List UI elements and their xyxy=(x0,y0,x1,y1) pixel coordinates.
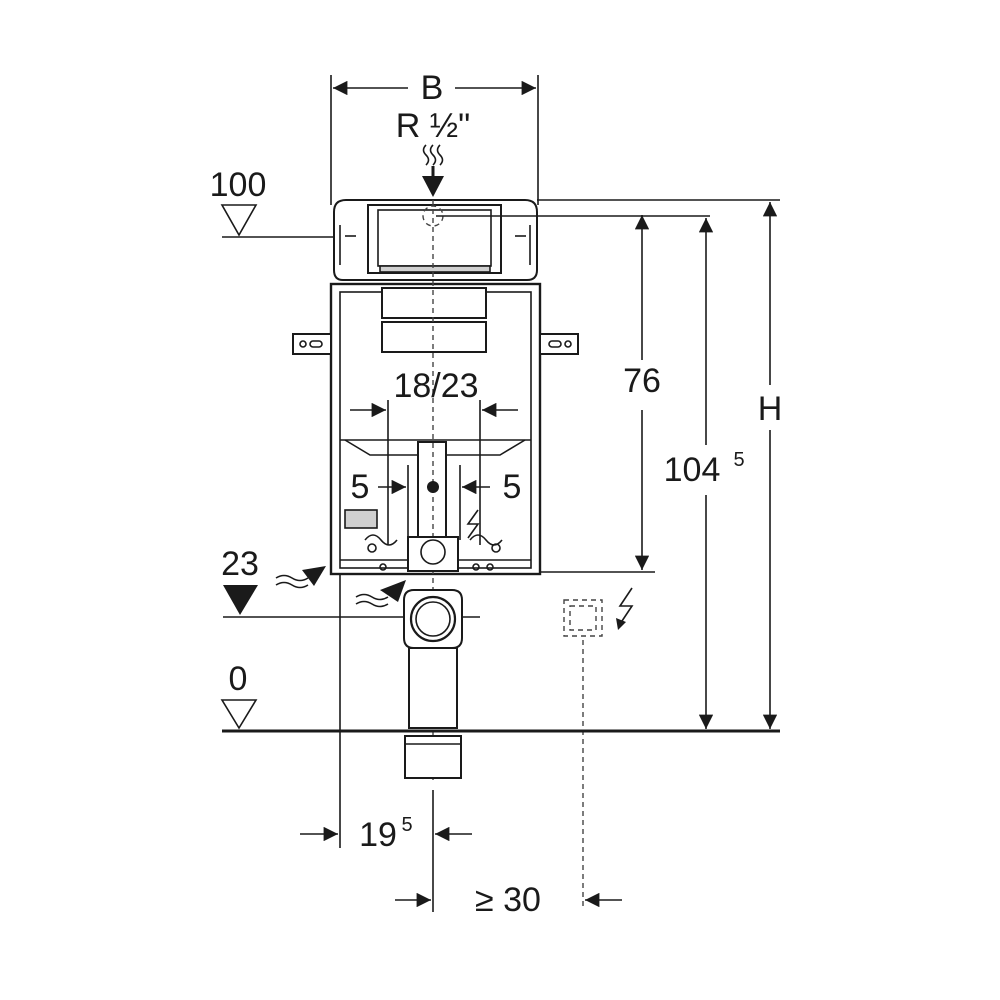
frame-lightning-icon xyxy=(466,509,480,539)
dimension-19-5: 19 5 xyxy=(300,574,472,912)
level-marker-0: 0 xyxy=(220,660,780,733)
drain-pipe xyxy=(403,589,463,779)
width-label: B xyxy=(421,69,444,107)
level-100-label: 100 xyxy=(210,166,267,204)
inlet-arrow-icon xyxy=(422,176,444,197)
water-arrow-lower-icon xyxy=(380,580,406,602)
dimension-76: 76 xyxy=(540,215,661,573)
dimension-18-23: 18/23 xyxy=(350,367,518,545)
water-wave-icon-lower xyxy=(355,593,389,608)
installation-frame xyxy=(292,200,579,780)
level-triangle-icon xyxy=(220,699,258,730)
dim-19-label: 19 xyxy=(359,816,397,854)
water-connection: R ½" xyxy=(396,107,470,197)
level-marker-23: 23 xyxy=(221,545,480,618)
dimension-5-5: 5 5 xyxy=(351,465,522,540)
lightning-icon xyxy=(616,587,634,630)
left-bracket xyxy=(292,333,332,355)
connection-label: R ½" xyxy=(396,107,470,145)
dim-H-label: H xyxy=(758,390,783,428)
water-wave-icon xyxy=(275,574,309,589)
dim-left-5-label: 5 xyxy=(351,468,370,506)
level-23-label: 23 xyxy=(221,545,259,583)
level-0-label: 0 xyxy=(229,660,248,698)
dim-19-sup: 5 xyxy=(401,814,412,836)
level-marker-100: 100 xyxy=(210,166,345,238)
water-wave-icon xyxy=(422,144,444,166)
dim-104-sup: 5 xyxy=(733,449,744,471)
dim-104-label: 104 xyxy=(664,451,721,489)
water-arrow-icon xyxy=(302,566,326,586)
dimension-104-5: 104 5 xyxy=(664,218,745,729)
dimension-min-30: ≥ 30 xyxy=(395,881,622,919)
dimension-H: H xyxy=(758,202,783,729)
dim-18-23-label: 18/23 xyxy=(393,367,478,405)
level-triangle-icon xyxy=(220,204,258,237)
dim-right-5-label: 5 xyxy=(503,468,522,506)
right-bracket xyxy=(539,333,579,355)
dim-76-label: 76 xyxy=(623,362,661,400)
dim-min-30-label: ≥ 30 xyxy=(475,881,541,919)
flush-pipe-center-icon xyxy=(427,481,439,493)
level-triangle-filled-icon xyxy=(223,585,258,615)
width-dimension: B xyxy=(330,69,539,205)
cistern xyxy=(333,199,780,281)
electric-box xyxy=(563,587,634,910)
socket-icon xyxy=(563,599,603,637)
